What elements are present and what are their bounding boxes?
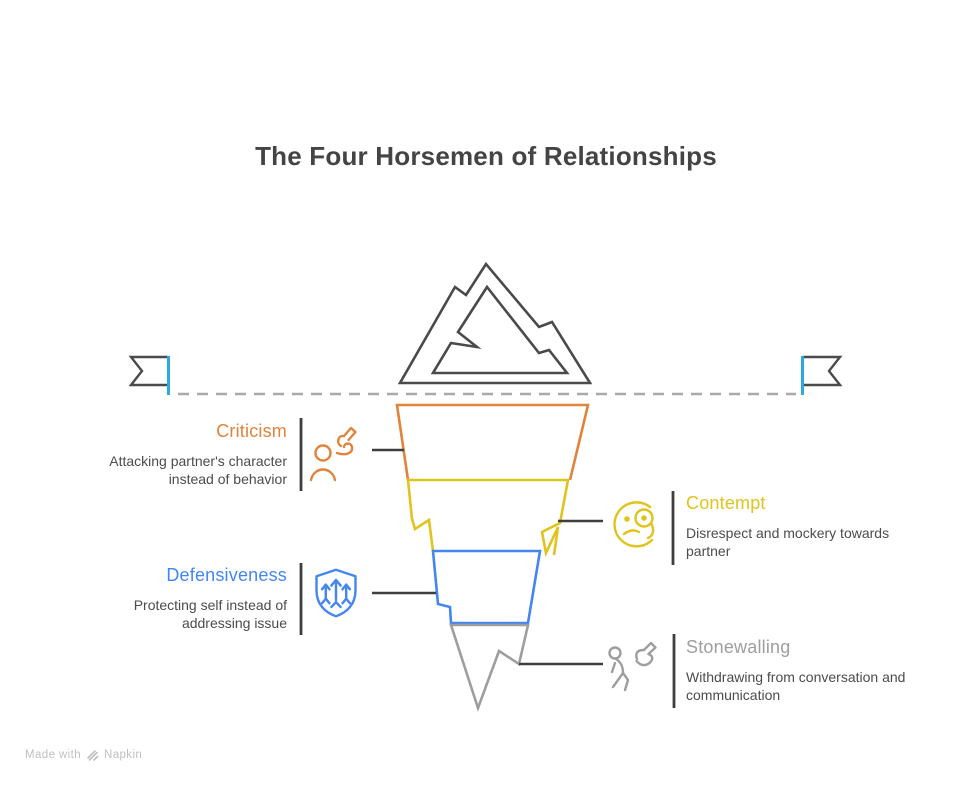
contempt-title: Contempt — [686, 493, 766, 513]
shield-arrows-icon — [315, 568, 357, 618]
stonewalling-description: Withdrawing from conversation and commun… — [686, 669, 906, 704]
defensiveness-label-block: Defensiveness Protecting self instead of… — [27, 565, 287, 632]
contempt-description: Disrespect and mockery towards partner — [686, 525, 890, 560]
criticism-label-block: Criticism Attacking partner's character … — [27, 421, 287, 488]
right-flag-icon — [801, 355, 843, 395]
page-title: The Four Horsemen of Relationships — [255, 141, 717, 171]
stonewalling-title: Stonewalling — [686, 637, 791, 657]
made-with-label: Made with — [25, 749, 82, 761]
funnel-segment-defensiveness — [431, 549, 542, 625]
left-flag-icon — [128, 355, 170, 395]
mountain-icon — [397, 261, 593, 385]
napkin-brand-label: Napkin — [104, 749, 143, 761]
contempt-label-block: Contempt Disrespect and mockery towards … — [686, 493, 946, 560]
napkin-logo-icon — [87, 750, 99, 761]
criticizing-person-icon — [309, 426, 357, 482]
criticism-title: Criticism — [216, 421, 287, 441]
defensiveness-title: Defensiveness — [166, 565, 287, 585]
defensiveness-description: Protecting self instead of addressing is… — [133, 597, 287, 632]
monocle-face-icon — [613, 501, 655, 548]
funnel-segment-contempt — [406, 478, 570, 558]
funnel-segment-stonewalling — [449, 623, 530, 712]
made-with-napkin-attribution: Made with Napkin — [25, 749, 142, 761]
walking-away-person-icon — [608, 641, 657, 692]
criticism-description: Attacking partner's character instead of… — [109, 453, 287, 488]
stonewalling-label-block: Stonewalling Withdrawing from conversati… — [686, 637, 946, 704]
funnel-segment-criticism — [395, 403, 590, 481]
